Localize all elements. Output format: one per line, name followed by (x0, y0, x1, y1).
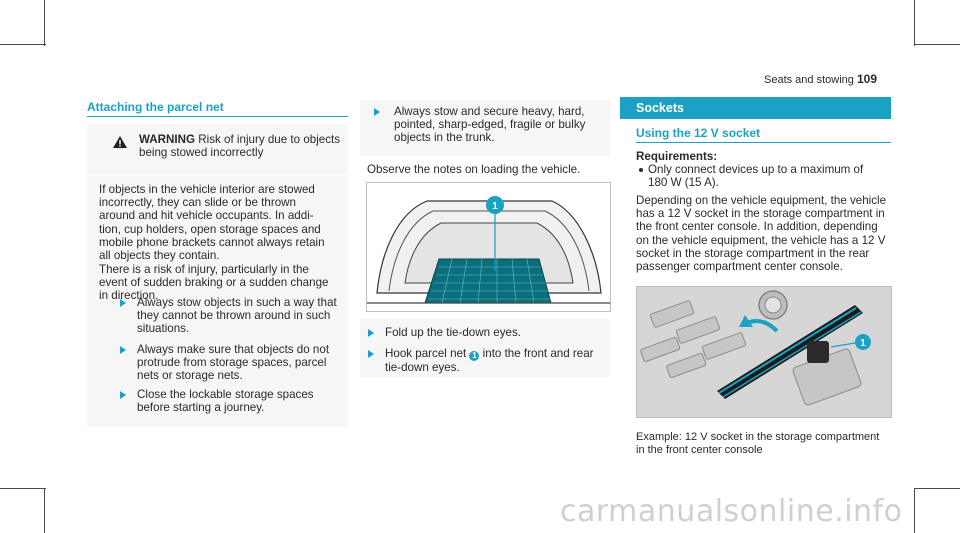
text-line: Depending on the vehicle equipment, the … (636, 194, 887, 207)
figure-callout: 1 (492, 201, 498, 212)
text-line: they cannot be thrown around in such (137, 309, 331, 323)
observe-text: Observe the notes on loading the vehicle… (367, 163, 581, 176)
page-number: 109 (857, 72, 878, 86)
crop-mark (0, 44, 46, 45)
warning-icon (113, 135, 127, 153)
text-line: 180 W (15 A). (648, 176, 719, 190)
crop-mark (44, 0, 45, 46)
warning-box (87, 124, 348, 174)
text-line: Only connect devices up to a maximum of (648, 163, 864, 176)
middle-top-box (360, 100, 610, 156)
crop-mark (914, 44, 960, 45)
crop-mark (914, 488, 915, 533)
text-line: There is a risk of injury, particularly … (99, 263, 309, 276)
step-arrow-icon (374, 108, 380, 116)
text-line: If objects in the vehicle interior are s… (99, 183, 315, 196)
section-title: Attaching the parcel net (87, 100, 224, 114)
text-line: Close the lockable storage spaces (137, 388, 314, 401)
text-line: has a 12 V socket in the storage compart… (636, 207, 885, 221)
step-text-pre: Hook parcel net (385, 347, 467, 360)
text-line: mobile phone brackets cannot always reta… (99, 235, 325, 249)
step-text: Hook parcel net 1 into the front and rea… (385, 347, 594, 374)
body-box (87, 175, 348, 427)
section-header-bar (620, 97, 891, 119)
warning-line: being stowed incorrectly (139, 146, 264, 160)
text-line: around and hit vehicle occupants. In add… (99, 209, 314, 223)
text-line: before starting a journey. (137, 401, 265, 415)
text-line: nets or storage nets. (137, 369, 243, 383)
figure-callout: 1 (860, 338, 866, 349)
step-arrow-icon (120, 346, 126, 354)
text-line: on the vehicle equipment, the vehicle ha… (636, 233, 886, 247)
paragraph: If objects in the vehicle interior are s… (99, 183, 325, 262)
step-text: Always stow objects in such a way that t… (137, 296, 337, 336)
section-header-title: Sockets (636, 101, 684, 115)
step-arrow-icon (368, 329, 374, 337)
step-text: Close the lockable storage spaces before… (137, 388, 314, 414)
text-line: the front center console. In addition, d… (636, 220, 878, 234)
watermark: carmanualsonline.info (560, 494, 903, 529)
crop-mark (914, 488, 960, 489)
paragraph: Depending on the vehicle equipment, the … (636, 194, 886, 273)
requirements-text: Only connect devices up to a maximum of … (648, 163, 863, 189)
step-text: Always make sure that objects do not pro… (137, 343, 329, 383)
paragraph: There is a risk of injury, particularly … (99, 263, 328, 303)
warning-text: WARNING Risk of injury due to objects be… (139, 133, 340, 159)
subtitle: Using the 12 V socket (636, 126, 761, 140)
text-line: pointed, sharp-edged, fragile or bulky (394, 118, 586, 132)
figure-caption: Example: 12 V socket in the storage comp… (636, 431, 879, 457)
bullet (639, 168, 643, 172)
title-rule (87, 116, 348, 117)
step-text: Always stow and secure heavy, hard, poin… (394, 105, 585, 145)
step-text-post: into the front and rear (482, 347, 594, 360)
text-line: event of sudden braking or a sudden chan… (99, 276, 329, 290)
running-header-section: Seats and stowing (764, 74, 854, 86)
text-line: Example: 12 V socket in the storage comp… (636, 431, 880, 443)
subtitle-rule (636, 142, 891, 143)
requirements-label: Requirements: (636, 150, 718, 163)
text-line: protrude from storage spaces, parcel (137, 356, 327, 370)
crop-mark (0, 488, 46, 489)
text-line: all objects they contain. (99, 249, 220, 263)
middle-steps-box (360, 319, 610, 377)
text-line: objects in the trunk. (394, 131, 495, 145)
trunk-figure: 1 (366, 182, 611, 312)
step-arrow-icon (368, 350, 374, 358)
text-line: in direction. (99, 289, 159, 303)
text-line: situations. (137, 322, 190, 336)
text-line: Always make sure that objects do not (137, 343, 330, 356)
text-line: Always stow objects in such a way that (137, 296, 337, 309)
text-line: tion, cup holders, open storage spaces a… (99, 222, 321, 236)
warning-line: Risk of injury due to objects (198, 133, 341, 146)
step-arrow-icon (120, 391, 126, 399)
warning-label: WARNING (139, 133, 196, 146)
crop-mark (914, 0, 915, 46)
step-text: Fold up the tie-down eyes. (385, 326, 521, 339)
text-line: passenger compartment center console. (636, 260, 843, 274)
text-line: tie-down eyes. (385, 361, 460, 374)
text-line: in the front center console (636, 444, 763, 457)
text-line: Always stow and secure heavy, hard, (394, 105, 585, 118)
crop-mark (44, 488, 45, 533)
console-figure: 1 (636, 286, 892, 418)
text-line: socket in the storage compartment in the… (636, 246, 870, 260)
callout-badge: 1 (469, 351, 480, 361)
step-arrow-icon (120, 299, 126, 307)
text-line: incorrectly, they can slide or be thrown (99, 196, 296, 210)
